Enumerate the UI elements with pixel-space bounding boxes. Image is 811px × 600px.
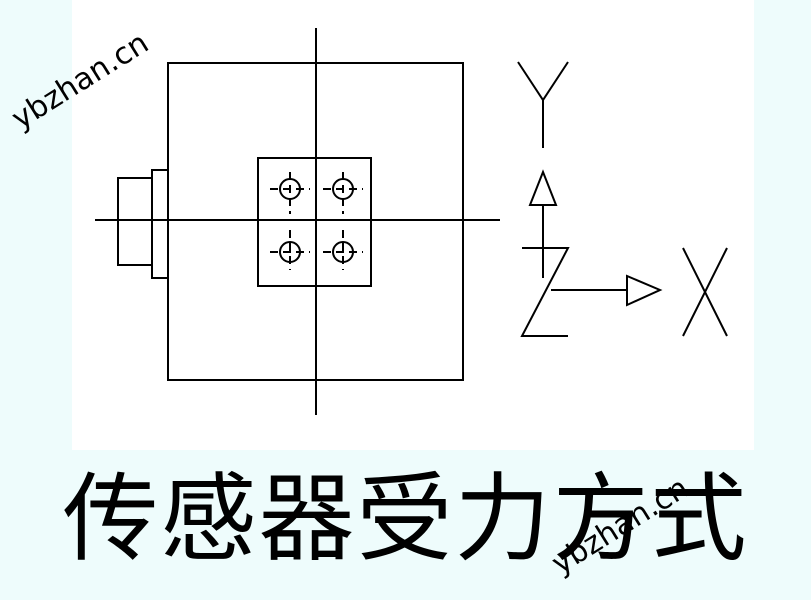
mounting-holes — [270, 172, 363, 270]
x-axis-label — [682, 247, 728, 337]
mounting-plate — [257, 157, 372, 287]
x-axis-arrow — [551, 274, 663, 307]
diagram-caption: 传感器受力方式 — [62, 462, 749, 575]
z-axis-label — [520, 247, 570, 337]
drawing-area — [72, 0, 754, 450]
connector-plug — [117, 177, 153, 266]
y-axis-label — [517, 61, 569, 148]
y-axis-arrow — [528, 169, 558, 278]
